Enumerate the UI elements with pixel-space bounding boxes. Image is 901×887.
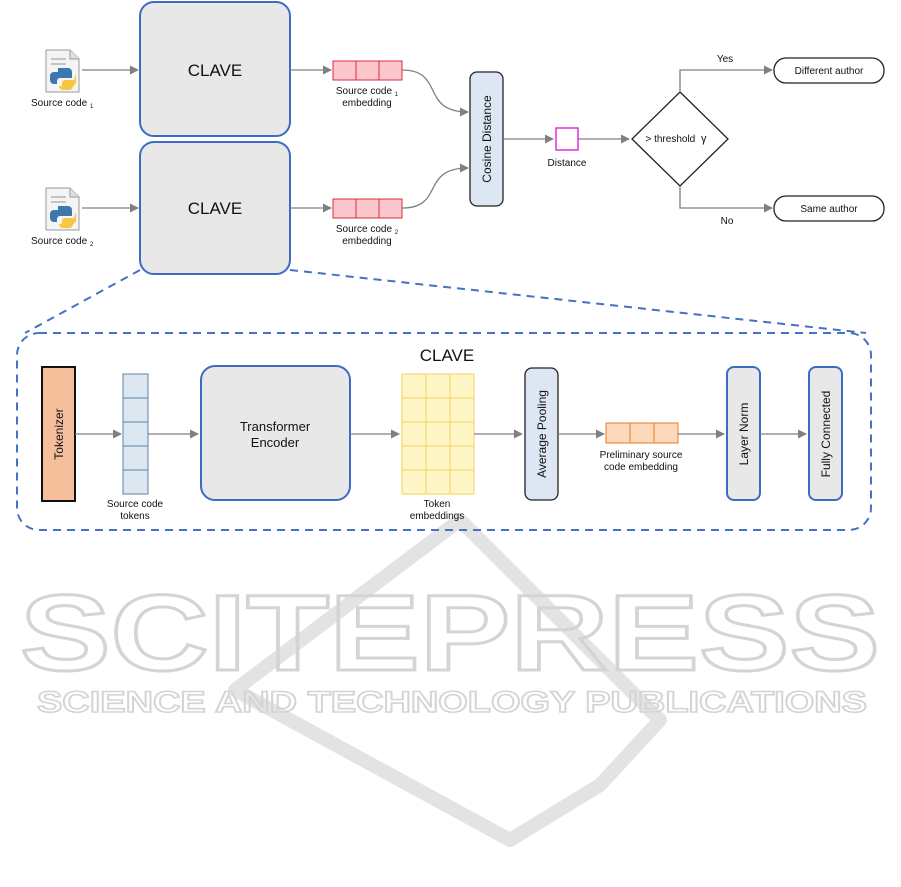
arrow-embedding1-to-cosine <box>401 69 469 117</box>
token-embedding-cell <box>401 469 427 495</box>
same-author-label: Same author <box>800 204 858 215</box>
average-pooling-label: Average Pooling <box>535 390 549 478</box>
different-author-label: Different author <box>795 66 864 77</box>
threshold-label: > threshold γ <box>645 133 707 145</box>
arrow-yes-branch <box>679 65 773 92</box>
token-embedding-cell <box>425 445 451 471</box>
fully-connected-label: Fully Connected <box>819 391 833 478</box>
cosine-distance-label: Cosine Distance <box>480 95 494 183</box>
token-embedding-cell <box>449 421 475 447</box>
watermark: SCITEPRESS SCIENCE AND TECHNOLOGY PUBLIC… <box>19 513 882 847</box>
watermark-main-text: SCITEPRESS <box>20 572 880 693</box>
token-embedding-cell <box>401 373 427 399</box>
embedding-1-label: Source code 1 <box>336 86 399 98</box>
preliminary-embedding-label-line2: code embedding <box>604 462 678 473</box>
embedding-vector-2 <box>332 198 403 219</box>
token-embedding-cell <box>401 421 427 447</box>
token-embedding-cell <box>449 445 475 471</box>
transformer-encoder-box <box>200 365 351 501</box>
source-code-tokens-vector <box>122 373 149 495</box>
embedding-2-label: Source code 2 <box>336 224 399 236</box>
python-file-icon <box>45 187 80 231</box>
arrow-no-branch <box>679 186 773 213</box>
token-embeddings-label-line2: embeddings <box>410 511 464 522</box>
layer-norm-label: Layer Norm <box>737 403 751 466</box>
token-embeddings-grid <box>401 373 475 495</box>
clave-detail-panel <box>16 332 872 531</box>
tokenizer-label: Tokenizer <box>52 408 66 459</box>
embedding-vector-1 <box>332 60 403 81</box>
no-label: No <box>721 216 734 227</box>
token-embedding-cell <box>425 469 451 495</box>
yes-label: Yes <box>717 54 733 65</box>
token-embedding-cell <box>401 445 427 471</box>
zoom-line-right <box>289 269 867 334</box>
preliminary-embedding-label: Preliminary source <box>600 450 683 461</box>
arrow-embedding2-to-cosine <box>401 163 469 209</box>
fully-connected-box <box>808 366 843 501</box>
transformer-encoder-label-line2: Encoder <box>251 435 300 450</box>
preliminary-embedding-vector <box>605 422 679 444</box>
different-author-terminal <box>773 57 885 84</box>
distance-square <box>555 127 579 151</box>
clave-box-1 <box>139 1 291 137</box>
watermark-sub-text: SCIENCE AND TECHNOLOGY PUBLICATIONS <box>37 686 867 719</box>
token-embeddings-label: Token <box>424 499 451 510</box>
clave-box-1-label: CLAVE <box>188 61 243 80</box>
watermark-logo-shape <box>228 513 667 847</box>
token-embedding-cell <box>425 421 451 447</box>
same-author-terminal <box>773 195 885 222</box>
token-embedding-cell <box>449 469 475 495</box>
clave-detail-title: CLAVE <box>420 346 475 365</box>
token-embedding-cell <box>425 373 451 399</box>
source-code-2-label: Source code 2 <box>31 236 94 248</box>
token-embedding-cell <box>449 397 475 423</box>
source-code-tokens-label: Source code <box>107 499 164 510</box>
source-code-1-label: Source code 1 <box>31 98 94 110</box>
zoom-line-left <box>24 269 141 334</box>
embedding-1-label-line2: embedding <box>342 98 391 109</box>
transformer-encoder-label: Transformer <box>240 419 311 434</box>
token-embedding-cell <box>425 397 451 423</box>
python-file-icon <box>45 49 80 93</box>
distance-label: Distance <box>548 158 587 169</box>
clave-box-2-label: CLAVE <box>188 199 243 218</box>
embedding-2-label-line2: embedding <box>342 236 391 247</box>
token-embedding-cell <box>401 397 427 423</box>
source-code-tokens-label-line2: tokens <box>120 511 149 522</box>
token-embedding-cell <box>449 373 475 399</box>
